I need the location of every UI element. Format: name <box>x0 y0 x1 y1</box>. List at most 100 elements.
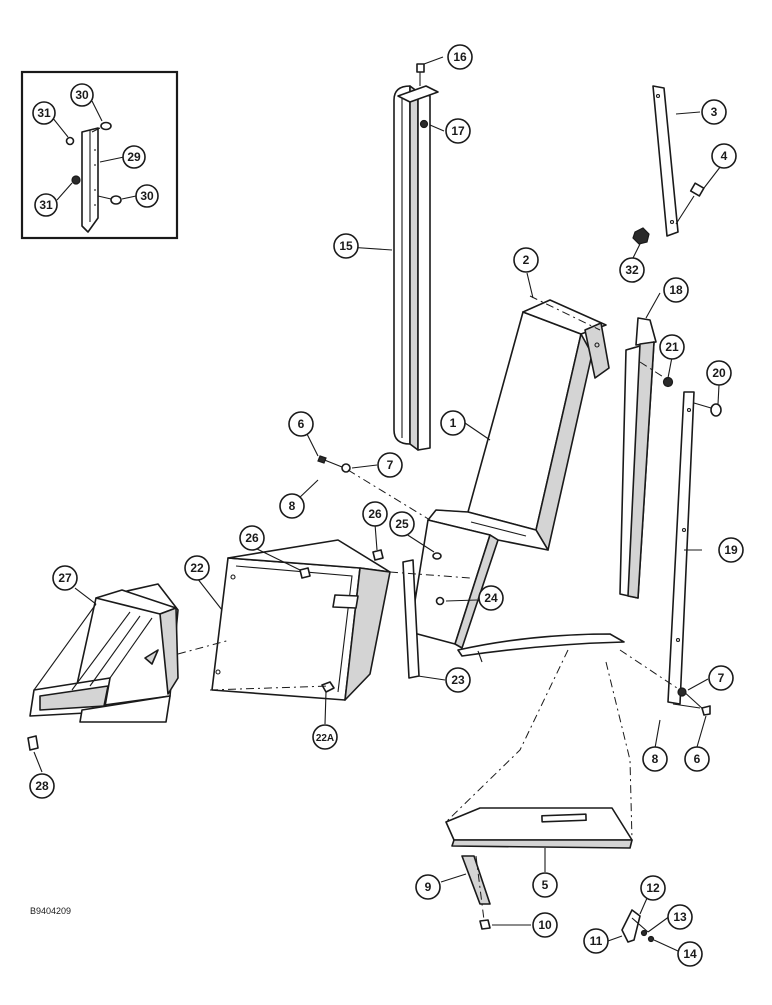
callout-31-lower-label: 31 <box>39 198 53 212</box>
callout-15-label: 15 <box>339 239 353 253</box>
part-31-nut-upper <box>65 136 75 146</box>
callout-7-left: 7 <box>377 452 403 478</box>
callout-23-label: 23 <box>451 673 465 687</box>
drawing-number: B9404209 <box>30 906 71 916</box>
part-2-bracket <box>584 322 610 379</box>
callout-18-label: 18 <box>669 283 683 297</box>
callout-8-left: 8 <box>279 493 305 519</box>
part-15-top-bracket <box>397 85 439 103</box>
callout-25: 25 <box>389 511 415 537</box>
callout-15: 15 <box>333 233 359 259</box>
part-13-washer <box>640 929 648 937</box>
part-20-bolt <box>693 402 722 417</box>
part-14-washer <box>647 935 655 943</box>
callout-2-label: 2 <box>523 253 530 267</box>
callout-22a: 22A <box>312 724 338 750</box>
part-32-nut <box>632 227 650 245</box>
callout-4: 4 <box>711 143 737 169</box>
callout-22: 22 <box>184 555 210 581</box>
callout-19: 19 <box>718 537 744 563</box>
callout-22a-label: 22A <box>316 733 334 744</box>
callout-19-label: 19 <box>724 543 738 557</box>
part-21-nut <box>662 376 674 388</box>
part-9-clip <box>461 855 491 905</box>
part-5-tray <box>445 807 633 849</box>
callout-32: 32 <box>619 257 645 283</box>
callout-16-label: 16 <box>453 50 467 64</box>
callout-20: 20 <box>706 360 732 386</box>
callout-5: 5 <box>532 872 558 898</box>
callout-3-label: 3 <box>711 105 718 119</box>
callout-22-label: 22 <box>190 561 204 575</box>
part-10-nut <box>479 919 491 930</box>
part-1-main-chute <box>409 299 607 649</box>
part-19-strip <box>667 391 695 705</box>
part-6-bolt-left <box>317 455 343 468</box>
callout-13-label: 13 <box>673 910 687 924</box>
callout-8-left-label: 8 <box>289 499 296 513</box>
callout-14-label: 14 <box>683 947 697 961</box>
callout-7-right: 7 <box>708 665 734 691</box>
part-1-lower-frame <box>457 633 625 663</box>
callout-31-upper: 31 <box>32 101 56 125</box>
callout-6-right: 6 <box>684 746 710 772</box>
part-12-pin <box>631 917 649 933</box>
callout-26-right: 26 <box>362 501 388 527</box>
callout-7-left-label: 7 <box>387 458 394 472</box>
callout-30-upper-label: 30 <box>75 88 89 102</box>
callout-20-label: 20 <box>712 366 726 380</box>
callout-29-label: 29 <box>127 150 141 164</box>
callout-30-lower: 30 <box>135 184 159 208</box>
assembly-lines <box>177 295 681 921</box>
part-23-strap <box>402 559 420 679</box>
part-7-washer-right <box>677 687 687 697</box>
part-30-bolt-upper <box>91 121 112 133</box>
callout-17-label: 17 <box>451 124 465 138</box>
callout-31-upper-label: 31 <box>37 106 51 120</box>
part-26-nut-a <box>299 567 311 579</box>
part-18-strip <box>619 317 657 599</box>
callout-31-lower: 31 <box>34 193 58 217</box>
callout-17: 17 <box>445 118 471 144</box>
callout-26-right-label: 26 <box>368 507 382 521</box>
callout-10-label: 10 <box>538 918 552 932</box>
callout-27: 27 <box>52 565 78 591</box>
callout-27-label: 27 <box>58 571 72 585</box>
callout-1: 1 <box>440 410 466 436</box>
callout-30-lower-label: 30 <box>140 189 154 203</box>
callout-4-label: 4 <box>721 149 728 163</box>
callout-23: 23 <box>445 667 471 693</box>
callout-6-left-label: 6 <box>298 417 305 431</box>
callout-24-label: 24 <box>484 591 498 605</box>
callout-5-label: 5 <box>542 878 549 892</box>
callout-8-right-label: 8 <box>652 752 659 766</box>
part-24-nut <box>435 596 445 606</box>
callout-6-right-label: 6 <box>694 752 701 766</box>
callout-9-label: 9 <box>425 880 432 894</box>
part-22-box <box>211 539 391 701</box>
callout-32-label: 32 <box>625 263 639 277</box>
callout-3: 3 <box>701 99 727 125</box>
callout-16: 16 <box>447 44 473 70</box>
part-25-bolt <box>432 552 442 560</box>
part-4-bolt <box>675 182 705 225</box>
callout-11-label: 11 <box>590 934 603 948</box>
callout-21: 21 <box>659 334 685 360</box>
part-17-nut <box>419 119 429 129</box>
callout-21-label: 21 <box>665 340 679 354</box>
part-26-nut-b <box>372 549 384 561</box>
part-3-strap <box>652 85 679 237</box>
part-27-hopper <box>29 583 179 723</box>
callout-29: 29 <box>122 145 146 169</box>
callout-9: 9 <box>415 874 441 900</box>
callout-28: 28 <box>29 773 55 799</box>
callout-26-left-label: 26 <box>245 531 259 545</box>
part-31-nut-lower <box>71 175 81 185</box>
callout-28-label: 28 <box>35 779 49 793</box>
callout-25-label: 25 <box>395 517 409 531</box>
callout-6-left: 6 <box>288 411 314 437</box>
part-28-plug <box>27 735 39 751</box>
callout-14: 14 <box>677 941 703 967</box>
callout-1-label: 1 <box>450 416 457 430</box>
